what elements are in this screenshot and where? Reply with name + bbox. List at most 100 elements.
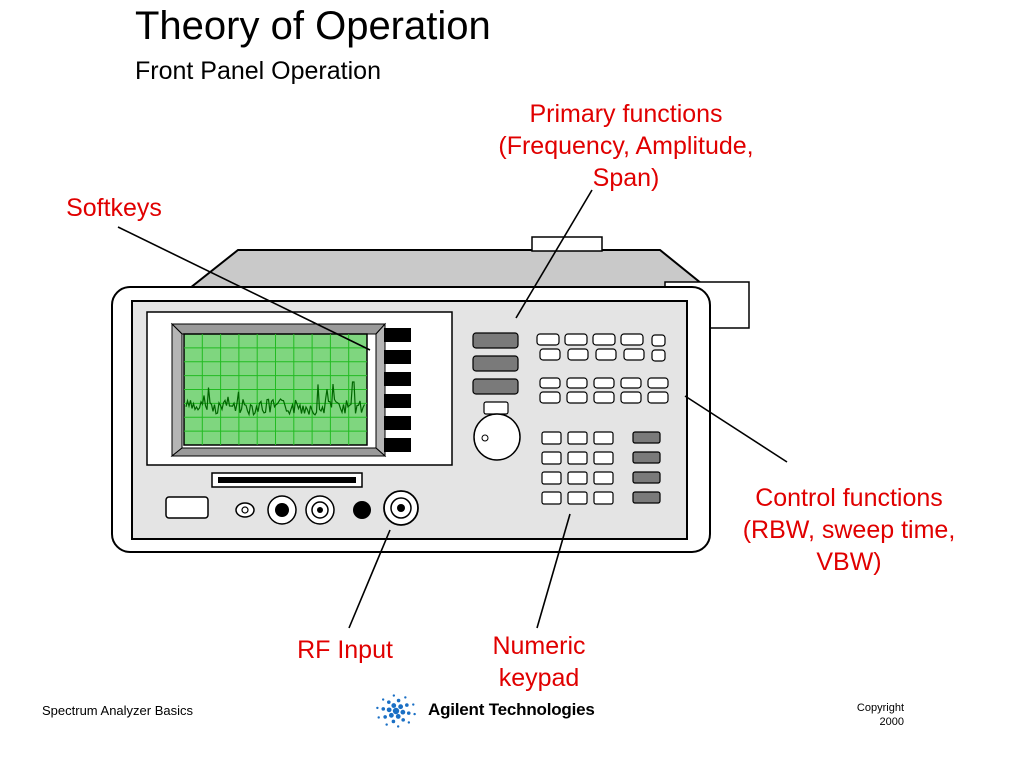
callout-line: VBW) <box>816 548 882 576</box>
function-key[interactable] <box>651 334 666 347</box>
numeric-key[interactable] <box>567 451 588 465</box>
function-key[interactable] <box>539 348 561 361</box>
handle-top <box>531 236 603 252</box>
function-key[interactable] <box>651 349 666 362</box>
pointer-rf-input <box>348 529 391 629</box>
connector-1 <box>267 495 297 525</box>
spark-dot <box>391 703 397 708</box>
callout-softkeys: Softkeys <box>52 192 176 224</box>
callout-line: (Frequency, Amplitude, <box>498 132 754 160</box>
softkey-2[interactable] <box>384 350 411 364</box>
spark-dot <box>404 696 407 699</box>
numeric-key[interactable] <box>567 471 588 485</box>
numeric-key[interactable] <box>593 451 614 465</box>
spark-dot <box>377 716 380 719</box>
small-key[interactable] <box>483 401 509 415</box>
control-key[interactable] <box>620 391 642 404</box>
softkey-1[interactable] <box>384 328 411 342</box>
numeric-key[interactable] <box>541 491 562 505</box>
pointer-numeric-keypad <box>536 513 571 629</box>
softkey-column <box>384 328 411 452</box>
softkey-5[interactable] <box>384 416 411 430</box>
function-key[interactable] <box>564 333 588 346</box>
numeric-keypad <box>541 431 614 505</box>
spark-dot <box>392 694 396 697</box>
callout-line: RF Input <box>297 636 393 664</box>
function-key[interactable] <box>595 348 617 361</box>
control-key[interactable] <box>539 377 561 389</box>
control-key[interactable] <box>647 377 669 389</box>
spark-dot <box>388 712 394 718</box>
units-key[interactable] <box>632 491 661 504</box>
pointer-softkeys <box>117 226 371 351</box>
numeric-key[interactable] <box>541 431 562 445</box>
spark-dot <box>401 718 405 722</box>
screen-grid <box>184 334 367 445</box>
spectrum-trace <box>185 381 366 417</box>
footer-copyright: Copyright 2000 <box>840 702 904 730</box>
callout-rf-input: RF Input <box>282 634 408 666</box>
agilent-spark-logo <box>376 694 416 728</box>
control-key[interactable] <box>566 391 588 404</box>
spark-dot <box>413 712 416 716</box>
control-key[interactable] <box>647 391 669 404</box>
numeric-key[interactable] <box>593 471 614 485</box>
units-key[interactable] <box>632 471 661 484</box>
rf-input-connector[interactable] <box>383 490 419 526</box>
spark-dot <box>381 707 386 711</box>
units-key[interactable] <box>632 431 661 444</box>
display-bevel-right <box>375 322 386 458</box>
function-key[interactable] <box>623 348 645 361</box>
units-key[interactable] <box>632 451 661 464</box>
spark-dot <box>395 714 401 719</box>
pointer-primary-functions <box>515 189 593 319</box>
softkey-4[interactable] <box>384 394 411 408</box>
spark-dot <box>385 723 388 726</box>
numeric-key[interactable] <box>567 431 588 445</box>
spark-dot <box>405 703 409 707</box>
numeric-key[interactable] <box>541 451 562 465</box>
function-key[interactable] <box>536 333 560 346</box>
rotary-knob[interactable] <box>473 413 521 461</box>
function-key[interactable] <box>567 348 589 361</box>
spark-dot <box>392 707 400 715</box>
softkey-3[interactable] <box>384 372 411 386</box>
control-keys <box>536 333 669 404</box>
numeric-key[interactable] <box>593 491 614 505</box>
slide-title: Theory of Operation <box>135 4 491 48</box>
span-key[interactable] <box>472 355 519 372</box>
connector-2 <box>305 495 335 525</box>
numeric-key[interactable] <box>541 471 562 485</box>
footer-course-title: Spectrum Analyzer Basics <box>42 703 194 718</box>
control-key[interactable] <box>620 377 642 389</box>
callout-line: Numeric <box>492 632 586 660</box>
power-switch[interactable] <box>165 496 209 519</box>
function-key[interactable] <box>592 333 616 346</box>
control-key[interactable] <box>539 391 561 404</box>
control-key[interactable] <box>593 391 615 404</box>
connector-small <box>235 502 255 518</box>
agilent-logo-text: Agilent Technologies <box>428 700 595 719</box>
callout-line: Softkeys <box>66 194 162 222</box>
callout-line: keypad <box>498 664 580 692</box>
numeric-key[interactable] <box>567 491 588 505</box>
control-key[interactable] <box>593 377 615 389</box>
callout-primary-functions: Primary functions (Frequency, Amplitude,… <box>470 98 782 194</box>
numeric-key[interactable] <box>593 431 614 445</box>
copyright-year: 2000 <box>879 715 904 728</box>
control-key[interactable] <box>566 377 588 389</box>
spark-dot <box>383 715 387 719</box>
spark-dot <box>386 707 392 713</box>
display-bevel-left <box>171 322 183 458</box>
frequency-key[interactable] <box>472 332 519 349</box>
spark-dot <box>406 711 411 715</box>
function-key[interactable] <box>620 333 644 346</box>
callout-line: Primary functions <box>529 100 723 128</box>
slide-subtitle: Front Panel Operation <box>135 57 381 85</box>
copyright-line: Copyright <box>856 702 904 714</box>
softkey-6[interactable] <box>384 438 411 452</box>
spark-dot <box>396 698 401 703</box>
amplitude-key[interactable] <box>472 378 519 395</box>
display-bevel-top <box>170 323 387 335</box>
